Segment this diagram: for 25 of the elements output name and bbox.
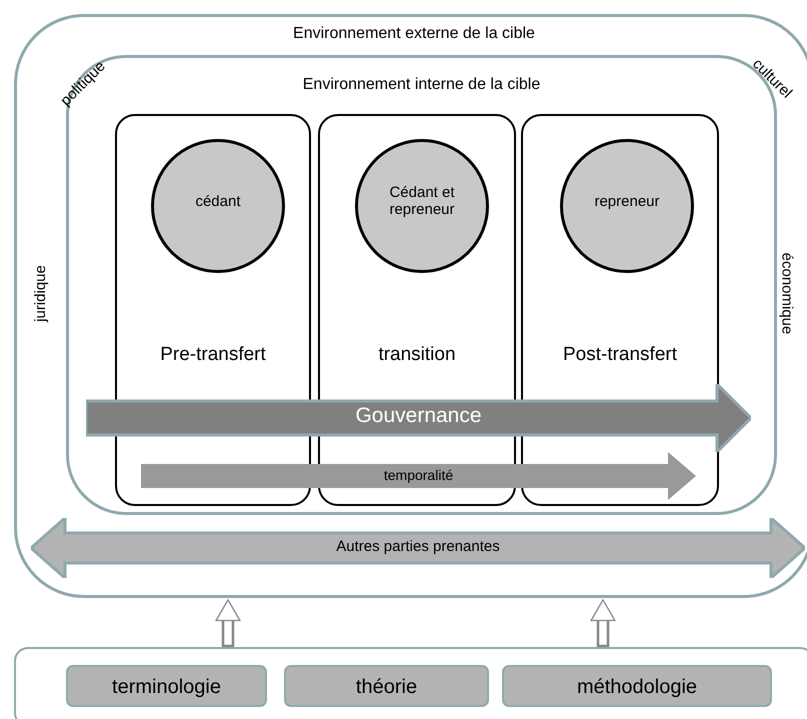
concept-box [502, 665, 772, 707]
concept-label: terminologie [111, 676, 222, 699]
environment-panel [14, 14, 807, 598]
foundation-panel [14, 647, 807, 719]
concept-box [66, 665, 267, 707]
circle-label: cédant [194, 192, 242, 210]
phase-label: Post-transfert [562, 344, 678, 366]
side-label: économique [778, 252, 796, 334]
timeline-bar [141, 452, 696, 500]
circle-label: Cédant et repreneur [388, 184, 456, 218]
panel-title: Environnement externe de la cible [292, 25, 536, 43]
block-arrow [86, 384, 751, 452]
concept-label: théorie [354, 676, 418, 699]
double-block-arrow [31, 518, 805, 578]
hollow-arrow [215, 599, 241, 648]
phase-label: transition [377, 344, 457, 366]
hollow-arrow [590, 599, 616, 648]
concept-box [284, 665, 489, 707]
arrow-label: Gouvernance [354, 405, 483, 426]
concept-label: méthodologie [576, 676, 698, 699]
circle-label: repreneur [593, 192, 661, 210]
arrow-label: Autres parties prenantes [335, 539, 501, 554]
phase-label: Pre-transfert [159, 344, 267, 366]
arrow-label: temporalité [382, 468, 454, 482]
side-label: juridique [31, 265, 48, 322]
